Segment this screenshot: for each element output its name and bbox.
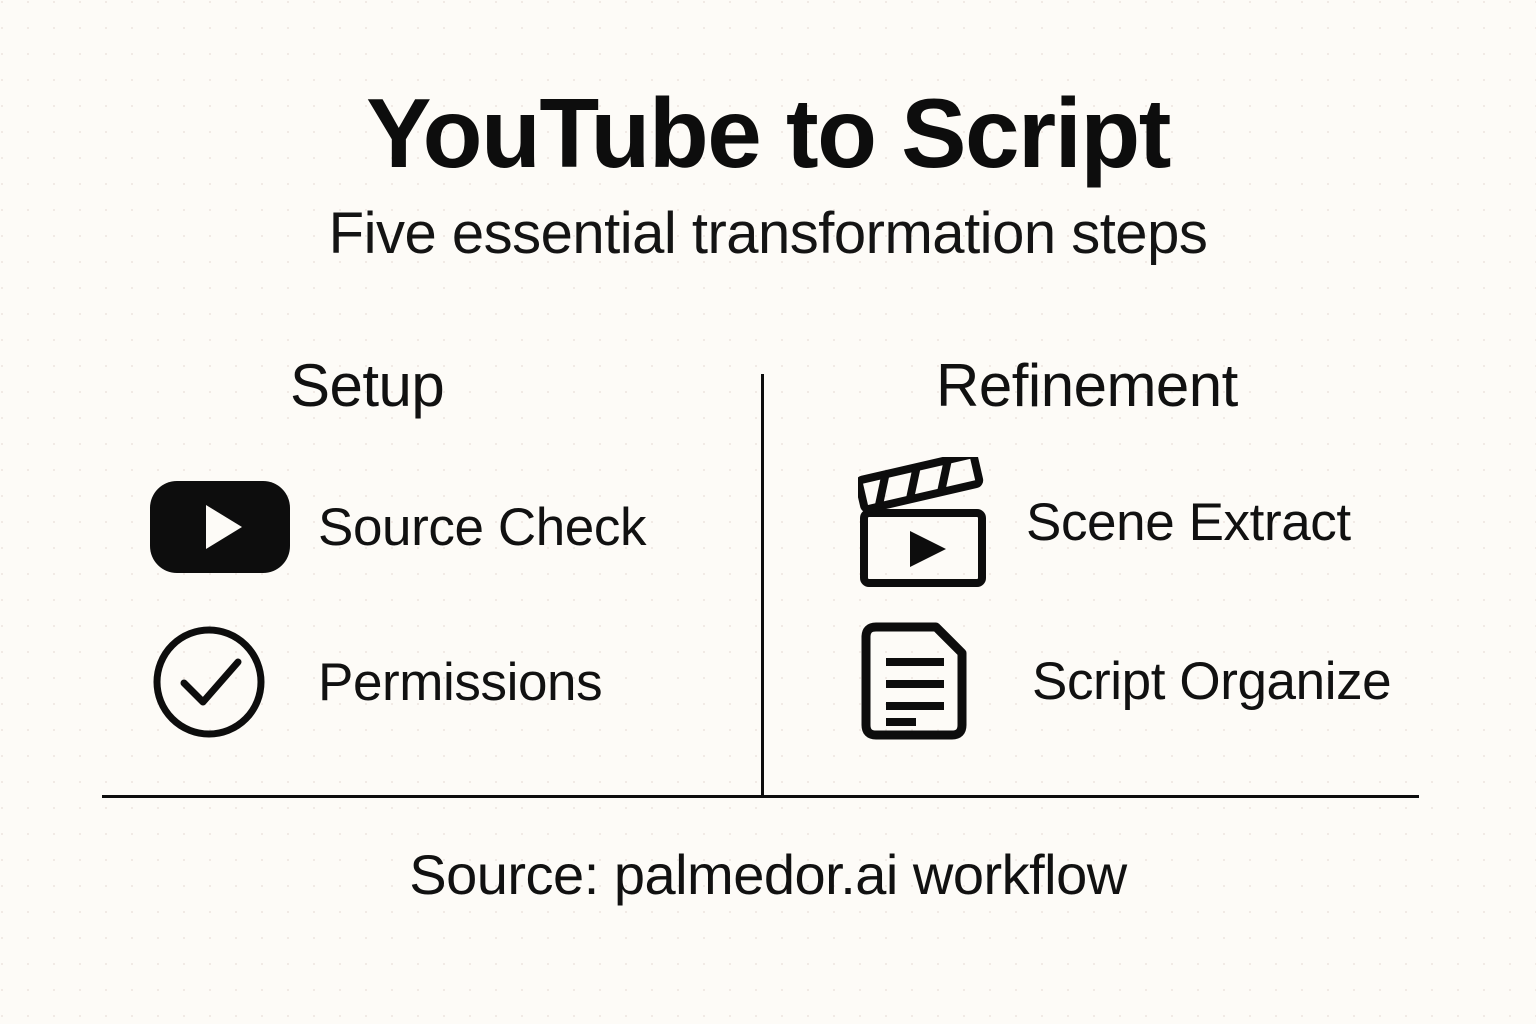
list-item-label: Scene Extract [1026,492,1351,552]
source-caption: Source: palmedor.ai workflow [409,843,1127,906]
column-heading-setup: Setup [290,352,445,419]
check-circle-icon [150,622,296,742]
page-title: YouTube to Script [366,78,1171,188]
list-item-permissions: Permissions [150,622,603,742]
column-heading-refinement: Refinement [936,352,1238,419]
clapperboard-icon [858,457,1004,587]
list-item-script-organize: Script Organize [858,621,1392,741]
list-item-label: Permissions [318,652,603,712]
footer-divider [102,795,1419,798]
page-subtitle: Five essential transformation steps [328,201,1208,266]
list-item-source-check: Source Check [150,467,646,587]
column-divider [761,374,764,796]
list-item-label: Source Check [318,497,647,557]
list-item-scene-extract: Scene Extract [858,457,1351,587]
list-item-label: Script Organize [1032,651,1392,711]
youtube-play-icon [150,467,296,587]
document-lines-icon [858,621,1004,741]
